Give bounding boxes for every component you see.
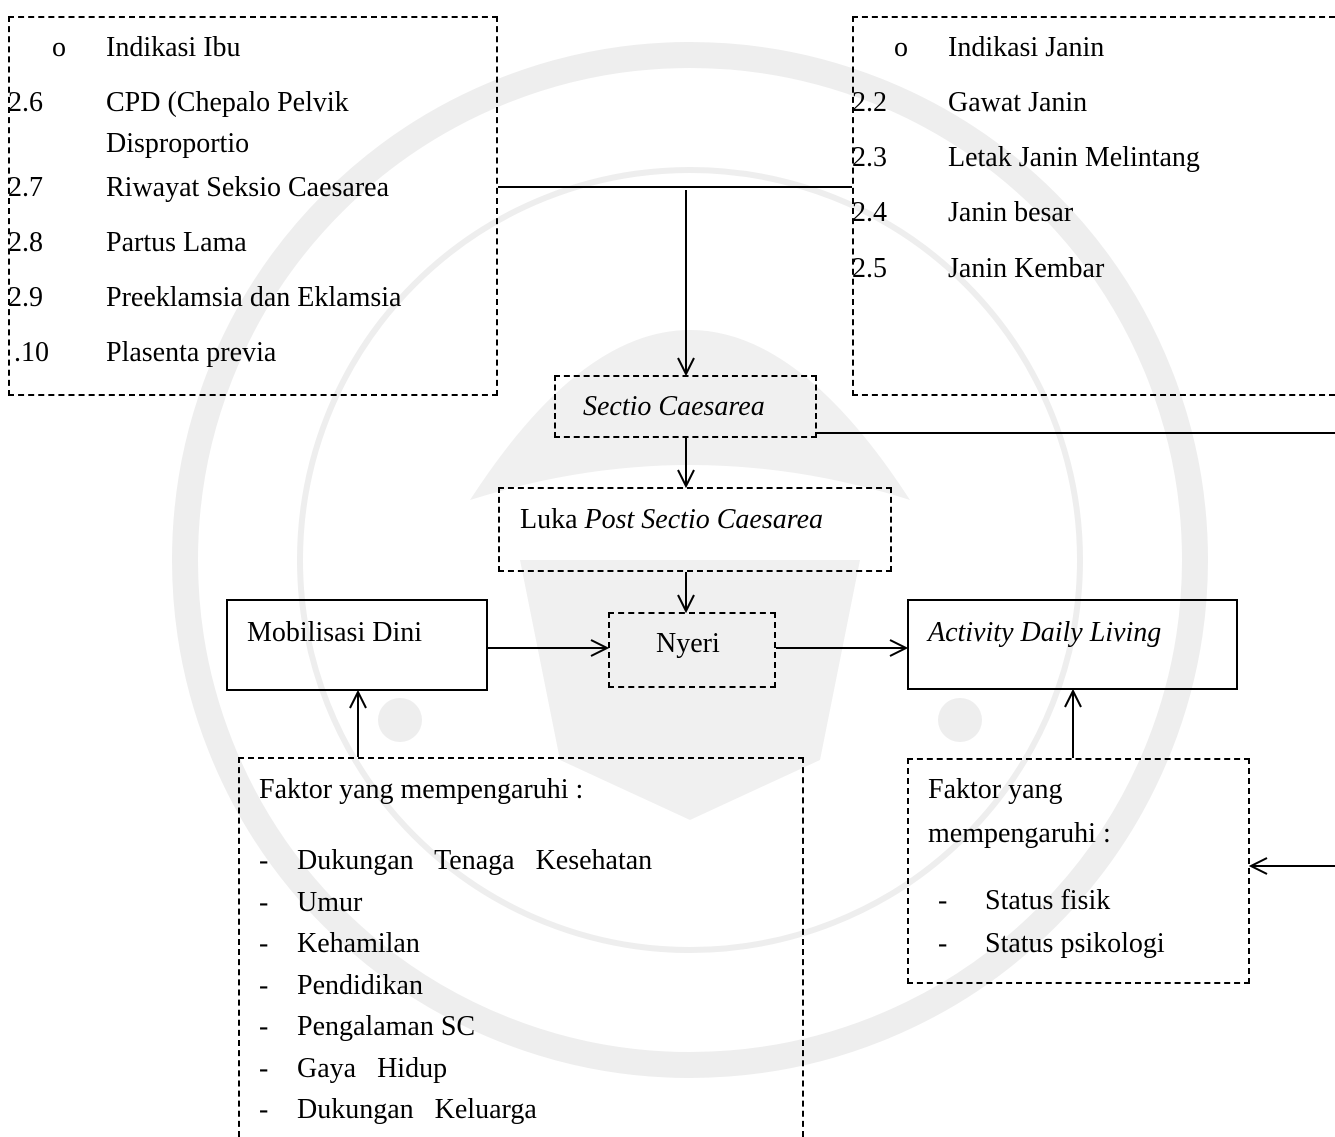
faktor-adl-title-line1: Faktor yang [928,774,1063,805]
dash-bullet: - [938,928,948,959]
activity-daily-living-label: Activity Daily Living [928,617,1162,648]
dash-bullet: - [259,928,269,959]
nyeri-box [608,612,776,688]
indikasi-ibu-box [8,16,498,396]
item-number: 2.9 [8,282,43,313]
faktor-mobilisasi-item: Gaya Hidup [297,1053,448,1084]
item-number: 2.3 [852,142,887,173]
luka-post-sc-label: Luka Post Sectio Caesarea [520,506,823,534]
faktor-mobilisasi-item: Pendidikan [297,970,423,1001]
faktor-adl-item: Status fisik [985,885,1111,916]
dash-bullet: - [259,845,269,876]
luka-italic-label: Post Sectio Caesarea [584,504,824,535]
indikasi-janin-header: Indikasi Janin [948,32,1105,63]
nyeri-label: Nyeri [656,628,720,659]
faktor-mobilisasi-item: Umur [297,887,363,918]
faktor-mobilisasi-item: Pengalaman SC [297,1011,476,1042]
mobilisasi-dini-label: Mobilisasi Dini [247,617,423,648]
faktor-adl-box [907,758,1250,984]
list-bullet: o [52,32,66,63]
indikasi-ibu-item: Plasenta previa [106,337,277,368]
item-number: 2.6 [8,87,43,118]
item-number: 2.2 [852,87,887,118]
faktor-mobilisasi-item: Dukungan Tenaga Kesehatan [297,845,653,876]
faktor-mobilisasi-item: Dukungan Keluarga [297,1094,537,1125]
item-number: 2.4 [852,197,887,228]
dash-bullet: - [259,887,269,918]
indikasi-janin-item: Gawat Janin [948,87,1088,118]
luka-prefix: Luka [520,504,578,535]
list-bullet: o [894,32,908,63]
item-number: .10 [14,337,49,368]
dash-bullet: - [259,1011,269,1042]
activity-daily-living-box [907,599,1238,690]
faktor-mobilisasi-box [238,757,804,1137]
dash-bullet: - [259,970,269,1001]
indikasi-janin-item: Janin Kembar [948,253,1105,284]
indikasi-janin-item: Letak Janin Melintang [948,142,1200,173]
indikasi-ibu-item: CPD (Chepalo Pelvik [106,87,349,118]
item-number: 2.7 [8,172,43,203]
sectio-caesarea-label: Sectio Caesarea [583,391,765,422]
faktor-adl-title-line2: mempengaruhi : [928,818,1111,849]
dash-bullet: - [259,1094,269,1125]
indikasi-ibu-header: Indikasi Ibu [106,32,241,63]
faktor-adl-item: Status psikologi [985,928,1165,959]
indikasi-ibu-item: Partus Lama [106,227,247,258]
luka-post-sc-box [498,487,892,572]
item-number: 2.8 [8,227,43,258]
dash-bullet: - [938,885,948,916]
indikasi-ibu-item: Riwayat Seksio Caesarea [106,172,390,203]
indikasi-ibu-item: Preeklamsia dan Eklamsia [106,282,402,313]
indikasi-janin-box [852,16,1335,396]
indikasi-janin-item: Janin besar [948,197,1074,228]
indikasi-ibu-item-cont: Disproportio [106,128,250,159]
dash-bullet: - [259,1053,269,1084]
faktor-mobilisasi-item: Kehamilan [297,928,420,959]
faktor-mobilisasi-title: Faktor yang mempengaruhi : [259,774,584,805]
mobilisasi-dini-box [226,599,488,691]
item-number: 2.5 [852,253,887,284]
sectio-caesarea-box [554,375,817,438]
